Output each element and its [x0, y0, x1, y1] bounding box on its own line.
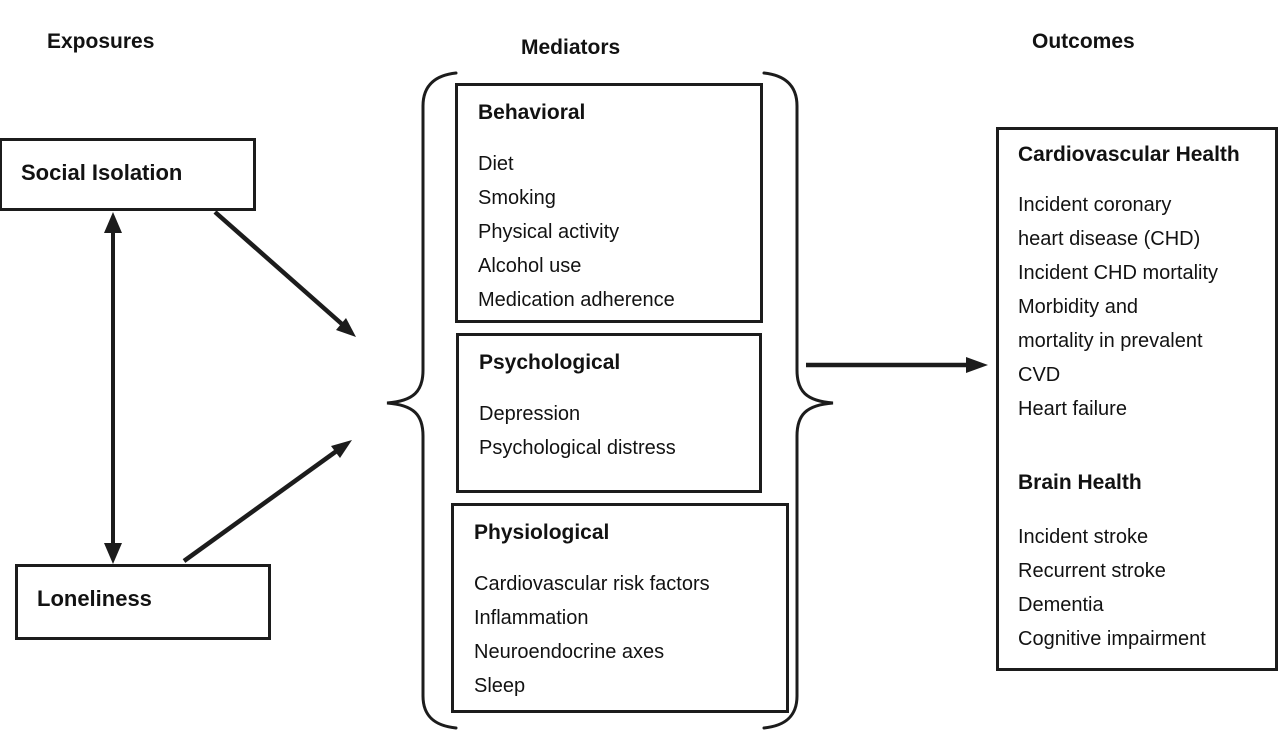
behavioral-title: Behavioral — [478, 101, 586, 124]
mediators-column-header: Mediators — [521, 36, 621, 59]
list-item: Recurrent stroke — [1018, 560, 1166, 582]
outcomes-box: Cardiovascular Health Incident coronary … — [996, 127, 1278, 671]
list-item: Neuroendocrine axes — [474, 641, 665, 663]
social-isolation-label: Social Isolation — [21, 160, 183, 185]
right-brace — [762, 71, 834, 730]
list-item: Heart failure — [1018, 398, 1127, 420]
physiological-title: Physiological — [474, 521, 610, 544]
social-isolation-box: Social Isolation — [0, 138, 256, 211]
cardiovascular-health-title: Cardiovascular Health — [1018, 143, 1240, 166]
left-brace — [386, 71, 458, 730]
list-item: mortality in prevalent — [1018, 330, 1203, 352]
outcomes-column-header: Outcomes — [1032, 30, 1135, 53]
list-item: Diet — [478, 153, 514, 175]
arrow-mediators-outcomes-head — [966, 357, 988, 373]
list-item: Physical activity — [478, 221, 620, 243]
behavioral-mediators-box: Behavioral Diet Smoking Physical activit… — [455, 83, 763, 323]
psychological-mediators-box: Psychological Depression Psychological d… — [456, 333, 762, 493]
list-item: Cognitive impairment — [1018, 628, 1206, 650]
loneliness-label: Loneliness — [37, 586, 152, 611]
list-item: Incident CHD mortality — [1018, 262, 1219, 284]
arrow-loneliness-mediators-head — [331, 440, 352, 458]
list-item: Dementia — [1018, 594, 1104, 616]
list-item: Medication adherence — [478, 289, 675, 311]
list-item: Incident coronary — [1018, 194, 1172, 216]
list-item: Depression — [479, 403, 581, 425]
list-item: Smoking — [478, 187, 556, 209]
list-item: Psychological distress — [479, 437, 676, 459]
arrow-loneliness-mediators-shaft — [182, 448, 340, 563]
list-item: Incident stroke — [1018, 526, 1149, 548]
psychological-title: Psychological — [479, 351, 621, 374]
arrow-isolation-mediators-shaft — [213, 210, 345, 327]
arrow-isolation-loneliness-head-down — [104, 543, 122, 564]
physiological-mediators-box: Physiological Cardiovascular risk factor… — [451, 503, 789, 713]
list-item: CVD — [1018, 364, 1061, 386]
exposures-column-header: Exposures — [47, 30, 155, 53]
list-item: Alcohol use — [478, 255, 582, 277]
loneliness-box: Loneliness — [15, 564, 271, 640]
arrow-isolation-mediators-head — [336, 318, 356, 337]
brain-health-title: Brain Health — [1018, 471, 1142, 494]
list-item: Cardiovascular risk factors — [474, 573, 710, 595]
list-item: Inflammation — [474, 607, 589, 629]
list-item: Sleep — [474, 675, 526, 697]
arrow-isolation-loneliness-head-up — [104, 212, 122, 233]
list-item: Morbidity and — [1018, 296, 1139, 318]
list-item: heart disease (CHD) — [1018, 228, 1201, 250]
